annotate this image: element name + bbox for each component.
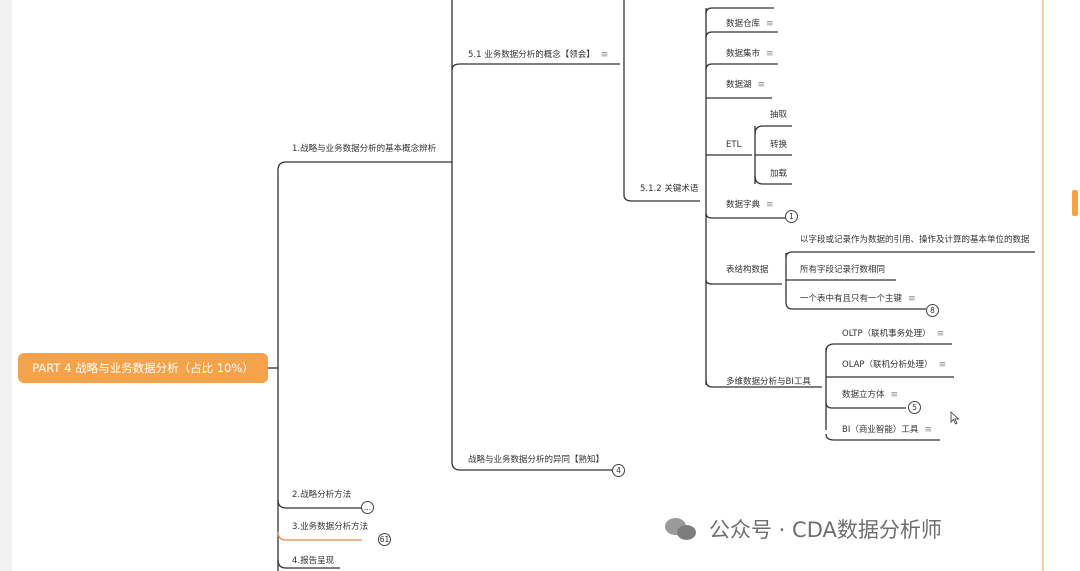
collapsed-count-badge[interactable]: 61 [378,533,391,546]
node-label: 数据湖 [726,80,752,90]
node-label: 一个表中有且只有一个主键 [800,294,903,304]
bi-child-cube[interactable]: 数据立方体 ≡ [842,389,898,401]
note-icon[interactable]: ≡ [757,80,766,90]
collapsed-count-badge[interactable]: 8 [926,304,939,317]
node-concept[interactable]: 5.1 业务数据分析的概念【领会】 ≡ [468,49,608,61]
etl-load[interactable]: 加载 [770,169,788,179]
note-icon[interactable]: ≡ [924,425,932,435]
table-child[interactable]: 一个表中有且只有一个主键 ≡ [800,293,916,305]
note-icon[interactable]: ≡ [908,294,916,304]
left-panel-edge [0,0,12,571]
term-data-lake[interactable]: 数据湖 ≡ [726,79,765,91]
etl-transform[interactable]: 转换 [770,140,788,150]
node-key-terms[interactable]: 5.1.2 关键术语 [640,184,699,194]
collapsed-count-badge[interactable]: 5 [908,401,921,414]
collapsed-count-badge[interactable]: 4 [612,464,625,477]
etl-extract[interactable]: 抽取 [770,110,788,120]
scroll-indicator[interactable] [1072,190,1078,216]
watermark: 公众号 · CDA数据分析师 [665,512,942,546]
collapsed-count-badge[interactable]: … [361,501,374,514]
node-label: 数据集市 [726,49,761,59]
branch-basic-concepts[interactable]: 1.战略与业务数据分析的基本概念辨析 [292,144,437,154]
table-child[interactable]: 所有字段记录行数相同 [800,265,886,275]
note-icon[interactable]: ≡ [890,390,899,400]
term-olap-bi[interactable]: 多维数据分析与BI工具 [726,377,811,387]
wechat-icon [665,516,699,542]
bi-child-bi-tool[interactable]: BI（商业智能）工具 ≡ [842,424,932,436]
note-icon[interactable]: ≡ [766,200,774,210]
node-label: 数据立方体 [842,390,885,400]
collapsed-count-badge[interactable]: 1 [785,210,798,223]
note-icon[interactable]: ≡ [600,50,609,60]
branch-strategy-methods[interactable]: 2.战略分析方法 [292,490,352,500]
bi-child-oltp[interactable]: OLTP（联机事务处理） ≡ [842,328,944,340]
note-icon[interactable]: ≡ [936,329,945,339]
mouse-cursor-icon [950,411,960,425]
term-etl[interactable]: ETL [726,140,742,150]
node-differences[interactable]: 战略与业务数据分析的异同【熟知】 [468,455,605,465]
note-icon[interactable]: ≡ [766,19,774,29]
table-child[interactable]: 以字段或记录作为数据的引用、操作及计算的基本单位的数据 [800,235,1030,245]
node-label: 5.1 业务数据分析的概念【领会】 [468,50,595,60]
note-icon[interactable]: ≡ [938,360,947,370]
node-label: BI（商业智能）工具 [842,425,919,435]
bi-child-olap[interactable]: OLAP（联机分析处理） ≡ [842,359,946,371]
note-icon[interactable]: ≡ [766,49,774,59]
mindmap-root-node[interactable]: PART 4 战略与业务数据分析（占比 10%） [18,353,268,383]
term-table-data[interactable]: 表结构数据 [726,265,769,275]
node-label: 数据仓库 [726,19,761,29]
watermark-text: 公众号 · CDA数据分析师 [709,518,942,542]
node-label: 数据字典 [726,200,761,210]
term-data-warehouse[interactable]: 数据仓库 ≡ [726,18,774,30]
branch-report[interactable]: 4.报告呈现 [292,556,335,566]
node-label: OLAP（联机分析处理） [842,360,933,370]
term-data-dictionary[interactable]: 数据字典 ≡ [726,199,774,211]
branch-business-methods[interactable]: 3.业务数据分析方法 [292,522,369,532]
term-data-mart[interactable]: 数据集市 ≡ [726,48,774,60]
node-label: OLTP（联机事务处理） [842,329,931,339]
